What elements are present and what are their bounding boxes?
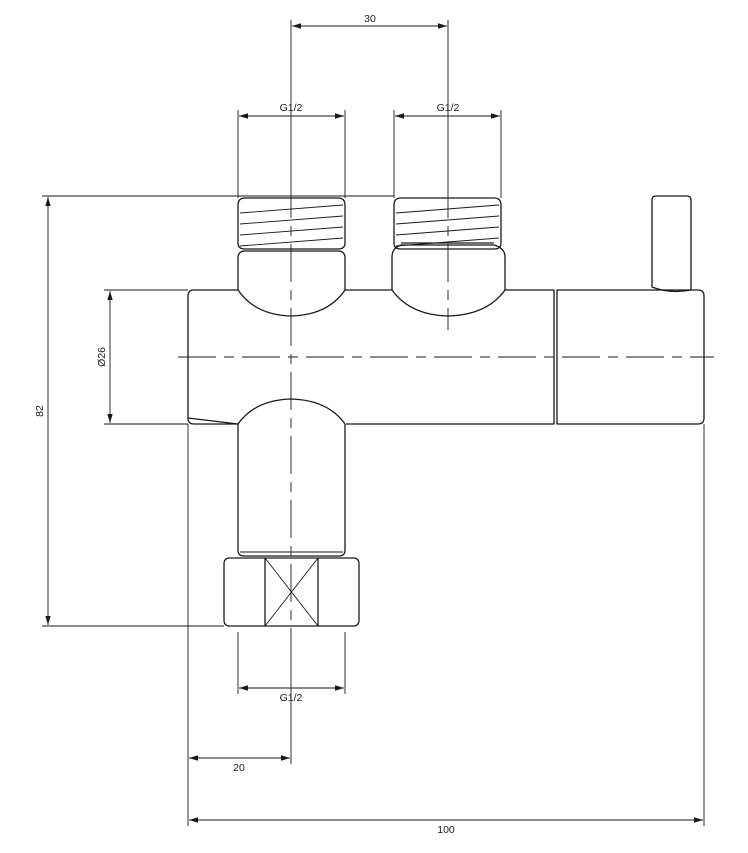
dim-inlet-spacing: 30 (290, 13, 449, 180)
dim-left-thread-label: G1/2 (280, 102, 303, 114)
dim-outlet-offset: 20 (187, 424, 292, 826)
left-inlet (237, 197, 346, 317)
dim-right-thread: G1/2 (393, 102, 502, 198)
dim-overall-width-label: 100 (437, 824, 455, 836)
dim-right-thread-label: G1/2 (437, 102, 460, 114)
right-inlet (391, 197, 506, 317)
center-lines (178, 180, 714, 660)
dim-overall-height: 82 (34, 195, 394, 627)
dim-overall-height-label: 82 (34, 405, 46, 417)
dim-inlet-spacing-label: 30 (364, 13, 376, 25)
dim-outlet-thread: G1/2 (237, 632, 346, 704)
handle-lever (651, 195, 692, 293)
dim-body-diameter-label: Ø26 (96, 347, 108, 367)
dim-overall-width: 100 (189, 424, 705, 836)
dim-outlet-offset-label: 20 (233, 762, 245, 774)
dim-left-thread: G1/2 (237, 102, 346, 198)
dim-body-diameter: Ø26 (96, 289, 188, 425)
outlet (223, 398, 360, 627)
